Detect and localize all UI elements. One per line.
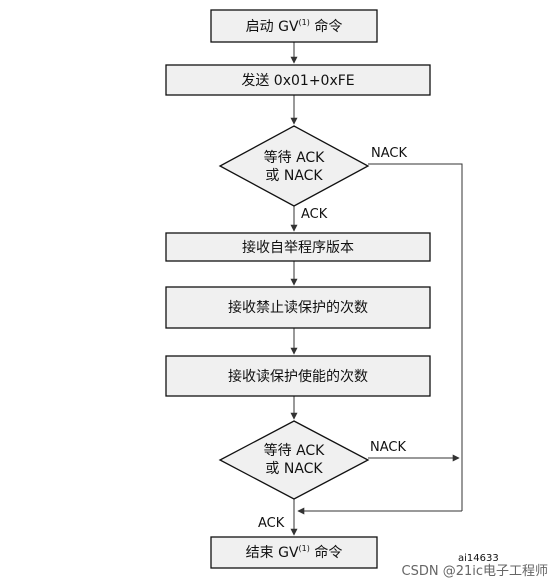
watermark: CSDN @21ic电子工程师 [402, 564, 549, 579]
node-start-label: 启动 GV(1) 命令 [246, 18, 343, 35]
node-wait2: 等待 ACK 或 NACK [218, 420, 370, 500]
label-wait1-nack: NACK [371, 146, 407, 161]
node-recv-disable: 接收禁止读保护的次数 [165, 286, 431, 329]
node-wait2-line1: 等待 ACK [264, 442, 326, 459]
edge-wait1-nack [368, 163, 463, 458]
label-wait2-nack: NACK [370, 440, 406, 455]
node-wait1-line2: 或 NACK [265, 168, 323, 184]
node-recv-disable-label: 接收禁止读保护的次数 [228, 299, 368, 316]
node-wait1-line1: 等待 ACK [264, 149, 326, 166]
node-wait1: 等待 ACK 或 NACK [218, 125, 370, 207]
node-send-label: 发送 0x01+0xFE [241, 73, 354, 89]
node-end: 结束 GV(1) 命令 [210, 536, 378, 569]
node-start: 启动 GV(1) 命令 [210, 9, 378, 43]
node-recv-enable-label: 接收读保护使能的次数 [228, 368, 368, 385]
connectors [290, 42, 463, 536]
node-end-label: 结束 GV(1) 命令 [246, 544, 343, 561]
node-wait2-line2: 或 NACK [265, 461, 323, 477]
node-recv-version: 接收自举程序版本 [165, 232, 431, 262]
label-wait2-ack: ACK [258, 516, 285, 531]
node-recv-enable: 接收读保护使能的次数 [165, 355, 431, 397]
node-recv-version-label: 接收自举程序版本 [242, 239, 354, 256]
label-wait1-ack: ACK [301, 207, 328, 222]
figure-id: ai14633 [458, 553, 499, 564]
node-send: 发送 0x01+0xFE [165, 64, 431, 96]
